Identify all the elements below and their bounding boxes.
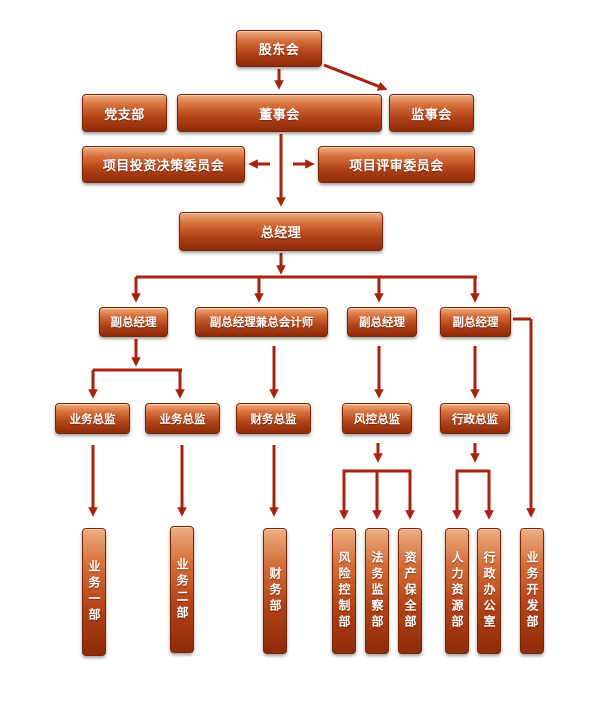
connector-deputy-4-to-bizdev xyxy=(513,317,531,513)
finance-director-node[interactable]: 财务总监 xyxy=(236,403,311,434)
review-committee-node[interactable]: 项目评审委员会 xyxy=(318,146,475,183)
deputy-gm-node[interactable]: 副总经理 xyxy=(440,307,511,337)
arrow-shareholders-to-supervisors xyxy=(323,63,388,91)
deputy-gm-node[interactable]: 副总经理 xyxy=(99,307,168,337)
general-manager-node[interactable]: 总经理 xyxy=(179,212,383,251)
business-director-node[interactable]: 业务总监 xyxy=(55,403,130,434)
business-dept-2-node[interactable]: 业务二部 xyxy=(170,526,194,653)
business-development-dept-node[interactable]: 业务开发部 xyxy=(520,528,544,654)
deputy-gm-node[interactable]: 副总经理 xyxy=(347,307,417,337)
risk-director-node[interactable]: 风控总监 xyxy=(342,403,412,434)
deputy-gm-cfo-node[interactable]: 副总经理兼总会计师 xyxy=(195,307,328,337)
shareholders-node[interactable]: 股东会 xyxy=(236,30,322,67)
admin-director-node[interactable]: 行政总监 xyxy=(440,403,510,434)
board-node[interactable]: 董事会 xyxy=(177,94,382,132)
bracket-admin xyxy=(455,469,491,500)
risk-control-dept-node[interactable]: 风险控制部 xyxy=(332,528,356,654)
business-dept-1-node[interactable]: 业务一部 xyxy=(82,528,106,656)
hr-dept-node[interactable]: 人力资源部 xyxy=(445,528,469,654)
investment-committee-node[interactable]: 项目投资决策委员会 xyxy=(82,146,245,183)
admin-office-node[interactable]: 行政办公室 xyxy=(477,528,501,654)
supervisors-node[interactable]: 监事会 xyxy=(389,94,474,132)
asset-preservation-dept-node[interactable]: 资产保全部 xyxy=(398,528,422,654)
party-branch-node[interactable]: 党支部 xyxy=(82,94,167,132)
business-director-node[interactable]: 业务总监 xyxy=(145,403,220,434)
finance-dept-node[interactable]: 财务部 xyxy=(263,528,287,654)
legal-audit-dept-node[interactable]: 法务监察部 xyxy=(365,528,389,654)
